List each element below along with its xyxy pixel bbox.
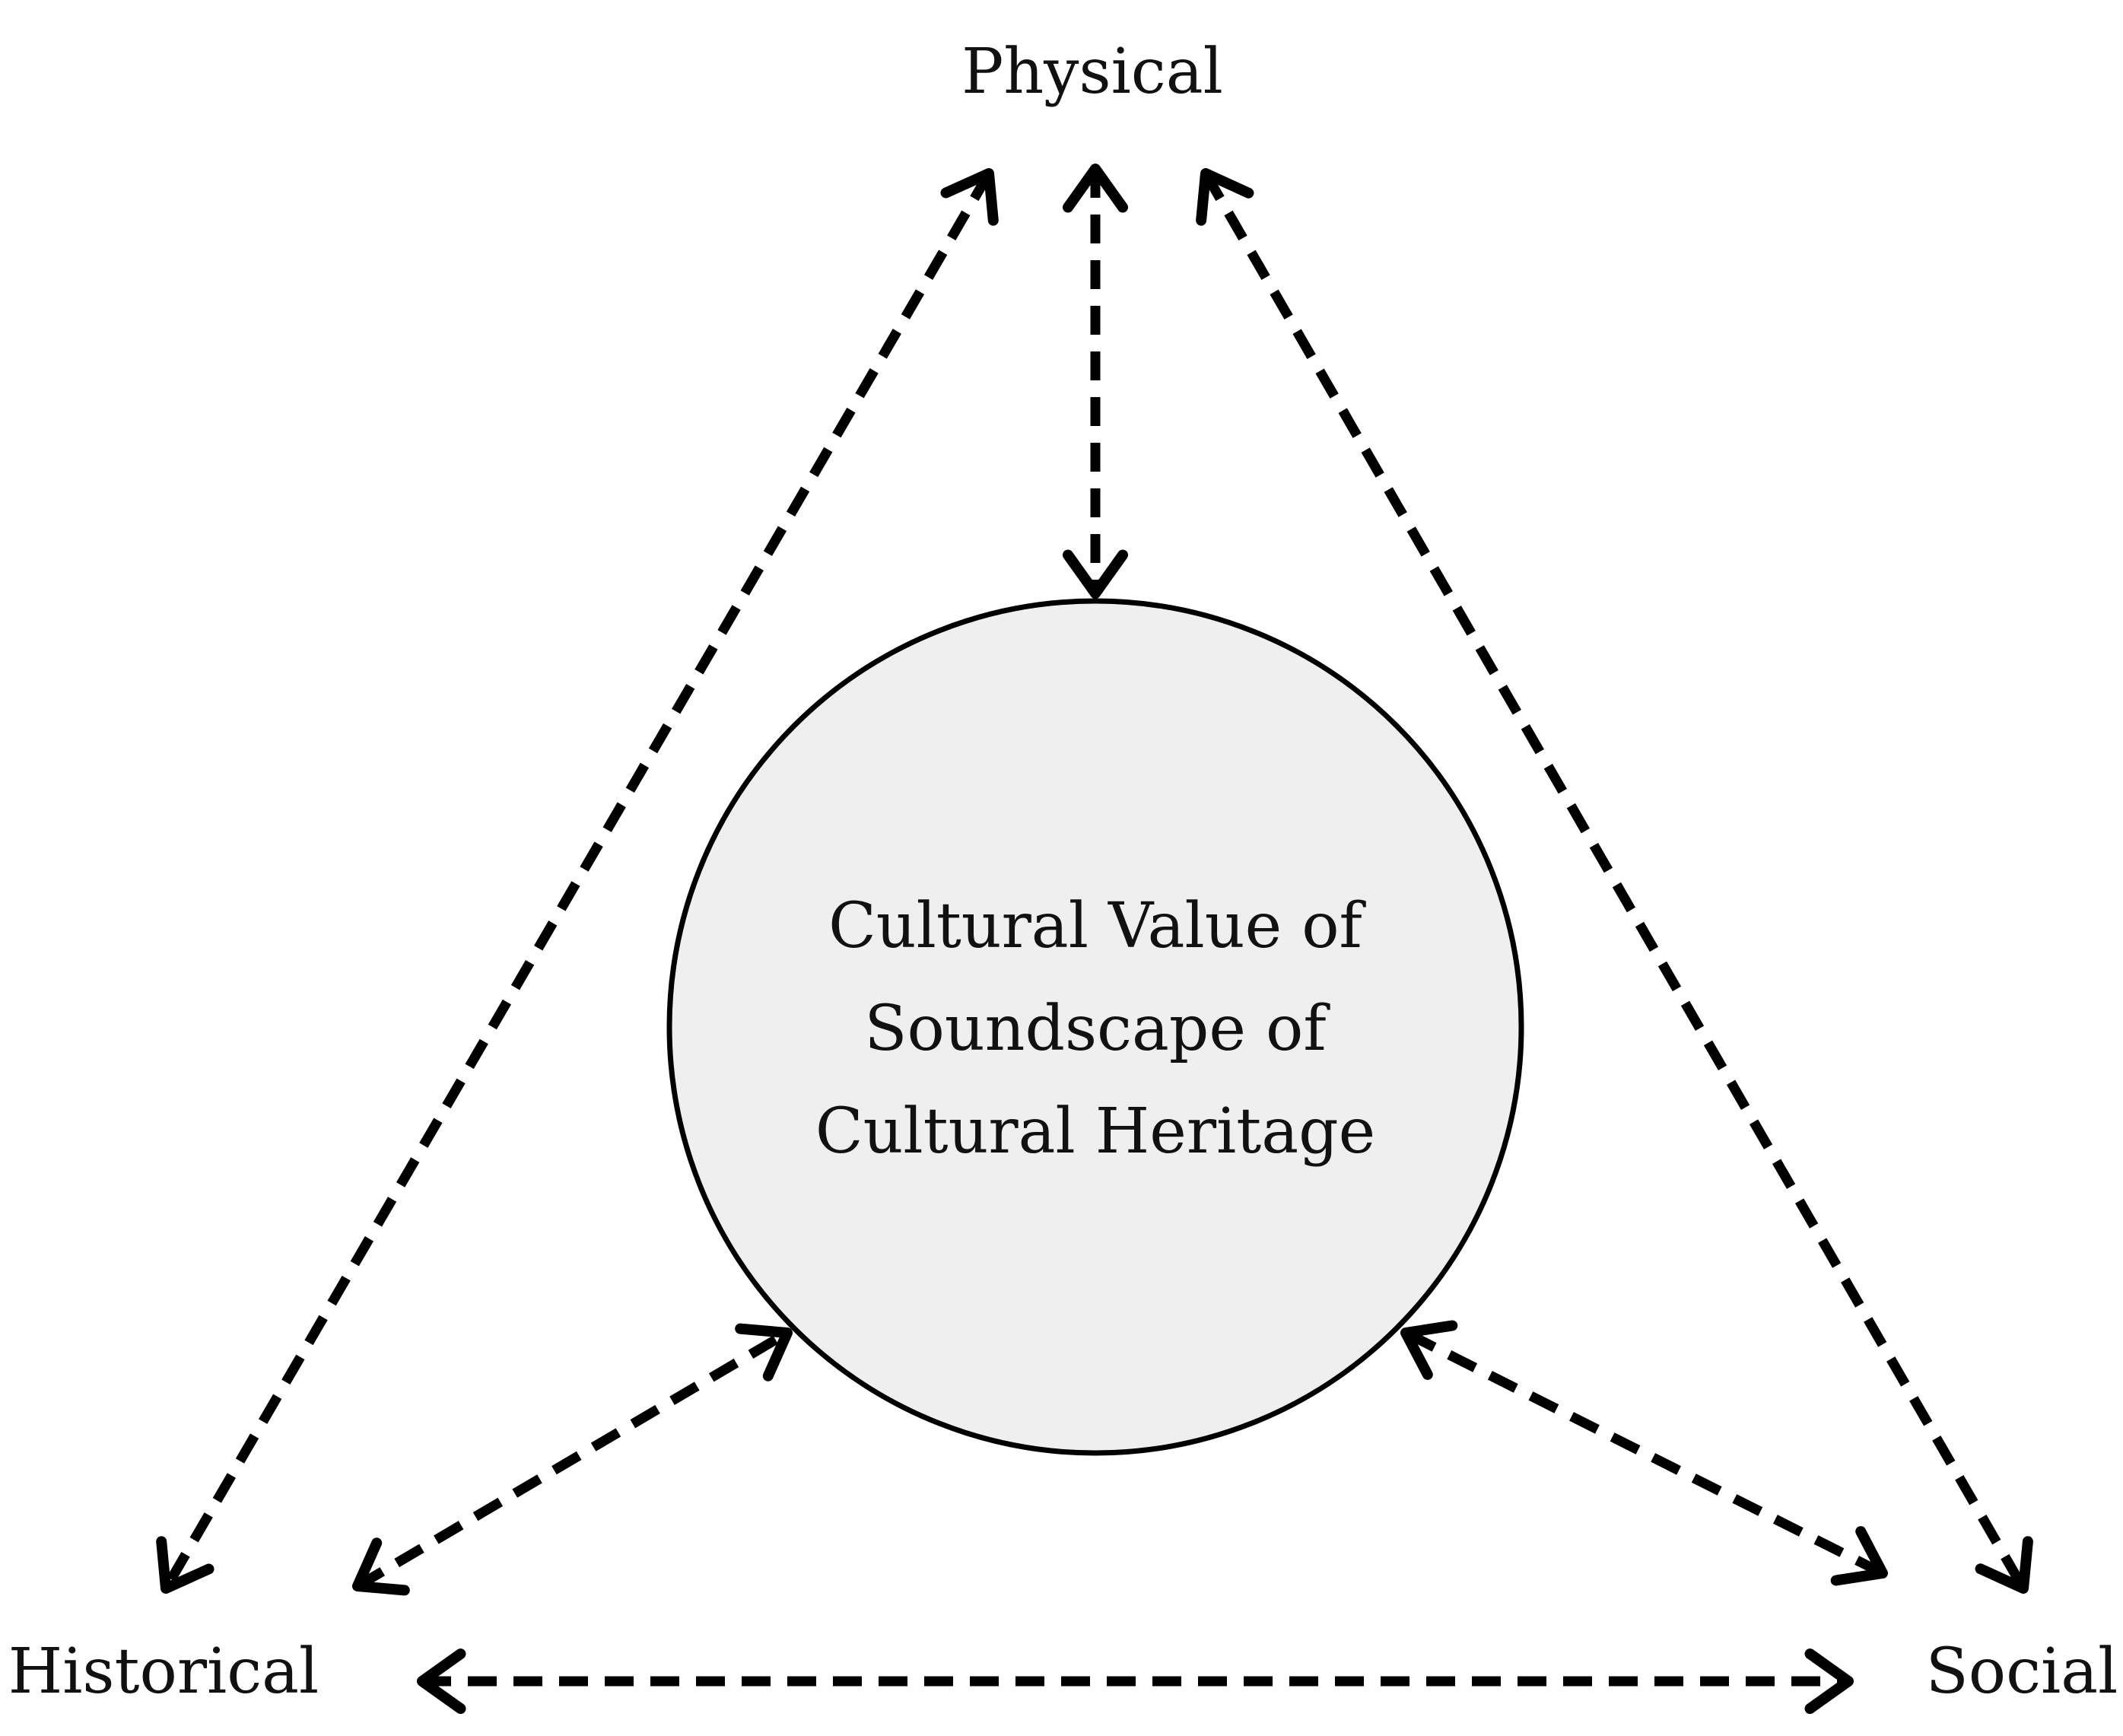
node-label-physical: Physical bbox=[961, 36, 1223, 108]
connector-physical-center-arrowhead-start bbox=[1063, 164, 1128, 213]
connector-physical-social bbox=[1196, 168, 2033, 1594]
connector-social-center-arrowhead-end bbox=[1400, 1320, 1458, 1380]
connector-social-center bbox=[1400, 1320, 1888, 1586]
node-label-historical: Historical bbox=[8, 1636, 319, 1708]
connector-physical-historical bbox=[156, 168, 999, 1594]
connector-historical-center bbox=[352, 1323, 793, 1596]
connector-physical-historical-arrowhead-end bbox=[156, 1536, 215, 1594]
connector-social-center-line bbox=[1403, 1328, 1885, 1578]
connector-historical-center-line bbox=[354, 1328, 790, 1591]
center-circle bbox=[666, 598, 1524, 1456]
connector-historical-social-arrowhead-end bbox=[1804, 1649, 1854, 1714]
connector-social-center-arrowhead-start bbox=[1830, 1526, 1888, 1586]
node-label-social: Social bbox=[1926, 1636, 2118, 1708]
connector-physical-social-arrowhead-end bbox=[1975, 1536, 2033, 1594]
connector-physical-center-arrowhead-end bbox=[1063, 549, 1128, 599]
connector-historical-social bbox=[417, 1649, 1854, 1714]
connector-historical-center-arrowhead-end bbox=[735, 1323, 793, 1381]
connector-physical-historical-arrowhead-start bbox=[940, 168, 999, 226]
connectors bbox=[156, 164, 2033, 1714]
connector-historical-social-arrowhead-start bbox=[417, 1649, 466, 1714]
center-label-line-3: Cultural Heritage bbox=[815, 1095, 1375, 1168]
center-label-line-2: Soundscape of bbox=[864, 993, 1330, 1065]
center-label-line-1: Cultural Value of bbox=[828, 890, 1366, 962]
connector-historical-center-arrowhead-start bbox=[352, 1537, 410, 1596]
connector-physical-center bbox=[1063, 164, 1128, 599]
connector-physical-social-arrowhead-start bbox=[1196, 168, 1254, 226]
